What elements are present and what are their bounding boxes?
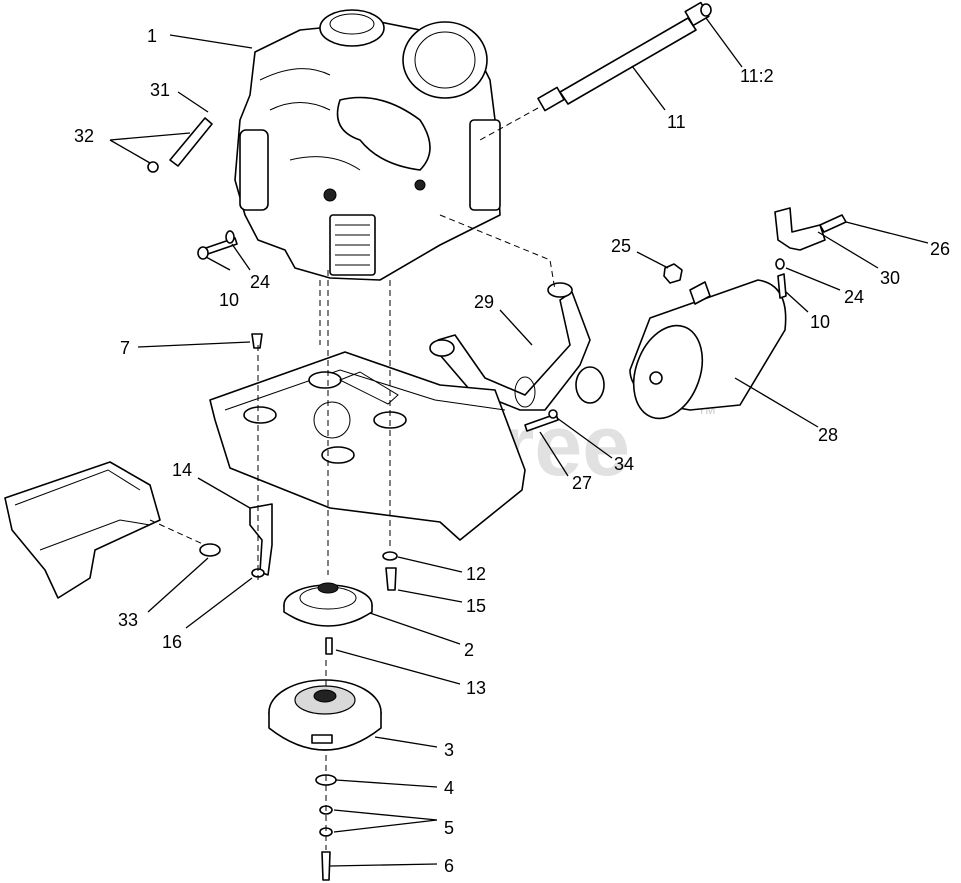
washer-24-right — [775, 258, 785, 270]
callout-31: 31 — [150, 80, 170, 100]
leader-lines — [109, 17, 929, 867]
callout-7: 7 — [120, 338, 130, 358]
callout-24-left: 24 — [250, 272, 270, 292]
callout-16: 16 — [162, 632, 182, 652]
muffler-28 — [629, 279, 787, 420]
callout-30: 30 — [880, 268, 900, 288]
callout-1: 1 — [147, 26, 157, 46]
exhaust-pipe-29 — [429, 282, 605, 411]
nut-34 — [548, 409, 558, 419]
engine-mount-plate — [209, 351, 526, 541]
pulley-2 — [283, 582, 373, 627]
callout-2: 2 — [464, 640, 474, 660]
callout-15: 15 — [466, 596, 486, 616]
callout-13: 13 — [466, 678, 486, 698]
callout-33: 33 — [118, 610, 138, 630]
callout-14: 14 — [172, 460, 192, 480]
callout-34: 34 — [614, 454, 634, 474]
tube-11 — [537, 1, 712, 112]
callout-29: 29 — [474, 292, 494, 312]
washer-12 — [382, 551, 398, 561]
callout-3: 3 — [444, 740, 454, 760]
engine — [234, 9, 501, 281]
callout-10-left: 10 — [219, 290, 239, 310]
callout-26: 26 — [930, 239, 950, 259]
callout-11-2: 11:2 — [740, 66, 774, 86]
deflector-shield — [4, 461, 161, 599]
bolt-27 — [524, 413, 559, 432]
callout-24-right: 24 — [844, 287, 864, 307]
callout-labels: 1 31 32 10 24 11:2 11 25 26 30 24 10 29 … — [74, 26, 950, 876]
hose-31 — [169, 117, 213, 167]
callout-11: 11 — [667, 112, 686, 132]
callout-32: 32 — [74, 126, 94, 146]
bracket-30 — [774, 207, 826, 251]
bolt-7 — [251, 333, 263, 349]
nut-25 — [663, 263, 683, 284]
callout-6: 6 — [444, 856, 454, 876]
callout-25: 25 — [611, 236, 631, 256]
callout-4: 4 — [444, 778, 454, 798]
bolt-10-right — [777, 273, 787, 299]
clamp-33 — [199, 543, 221, 557]
bracket-14 — [249, 503, 273, 576]
key-13 — [325, 637, 333, 655]
bolt-15 — [385, 567, 397, 591]
callout-10-right: 10 — [810, 312, 830, 332]
callout-12: 12 — [466, 564, 486, 584]
callout-27: 27 — [572, 473, 592, 493]
bolt-26 — [819, 214, 847, 233]
bolt-6 — [321, 851, 331, 881]
callout-28: 28 — [818, 425, 838, 445]
clutch-3 — [268, 679, 382, 751]
clamp-32 — [147, 161, 159, 173]
callout-5: 5 — [444, 818, 454, 838]
washer-24-left — [225, 230, 235, 244]
